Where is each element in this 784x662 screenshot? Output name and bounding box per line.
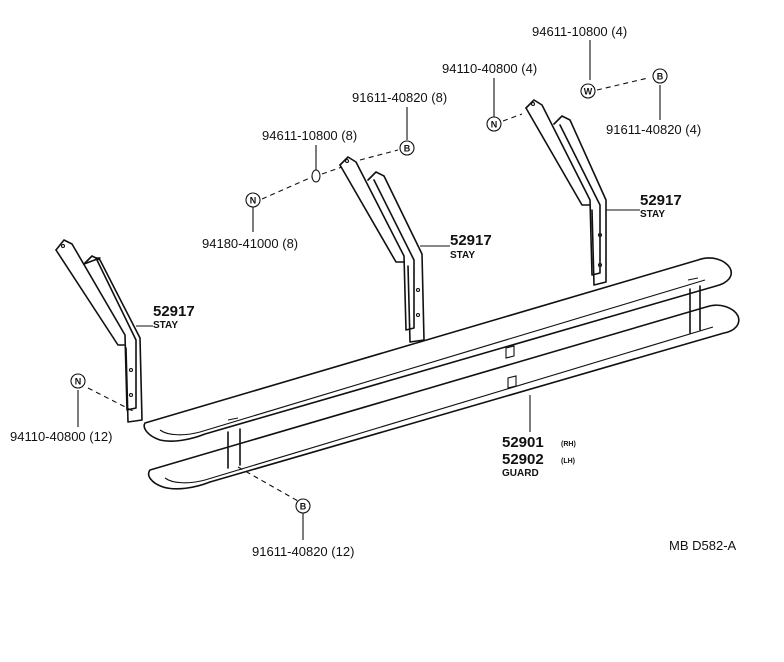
label-nut-right: 94110-40800 (4) <box>442 61 537 76</box>
bolt-symbol-right: B <box>652 68 668 84</box>
svg-text:N: N <box>75 377 82 387</box>
label-washer-right: 94611-10800 (4) <box>532 24 627 39</box>
label-nut-middle: 94180-41000 (8) <box>202 236 298 251</box>
label-stay-right-number: 52917 <box>640 192 682 209</box>
svg-text:B: B <box>657 72 664 82</box>
guard-connectors <box>227 277 701 469</box>
label-guard-rh-number: 52901 <box>502 434 544 451</box>
label-bolt-right: 91611-40820 (4) <box>606 122 701 137</box>
stay-left <box>55 239 143 423</box>
bolt-symbol-middle: B <box>399 140 415 156</box>
nut-symbol-left: N <box>70 373 86 389</box>
svg-text:B: B <box>300 502 307 512</box>
svg-text:B: B <box>404 144 411 154</box>
label-bolt-middle: 91611-40820 (8) <box>352 90 447 105</box>
svg-text:W: W <box>584 87 593 97</box>
label-stay-left-name: STAY <box>153 320 178 331</box>
label-stay-left-number: 52917 <box>153 303 195 320</box>
washer-symbol-middle <box>311 169 321 183</box>
svg-text:N: N <box>250 196 257 206</box>
label-stay-middle-number: 52917 <box>450 232 492 249</box>
label-bolt-bottom: 91611-40820 (12) <box>252 544 354 559</box>
bolt-symbol-bottom: B <box>295 498 311 514</box>
label-guard-rh-suffix: (RH) <box>561 441 576 448</box>
leader-lines <box>77 40 661 540</box>
guard-tube-upper <box>143 257 732 442</box>
fastener-axis-lines <box>87 77 649 502</box>
label-nut-left: 94110-40800 (12) <box>10 429 112 444</box>
washer-symbol-right: W <box>580 83 596 99</box>
label-stay-right-name: STAY <box>640 209 665 220</box>
label-guard-lh-number: 52902 <box>502 451 544 468</box>
label-guard-lh-suffix: (LH) <box>561 458 575 465</box>
svg-text:N: N <box>491 120 498 130</box>
stay-right <box>525 99 607 286</box>
label-guard-name: GUARD <box>502 468 539 479</box>
guard-tube-lower <box>147 304 740 490</box>
nut-symbol-middle: N <box>245 192 261 208</box>
label-stay-middle-name: STAY <box>450 250 475 261</box>
label-washer-middle: 94611-10800 (8) <box>262 128 357 143</box>
reference-code: MB D582-A <box>669 538 737 553</box>
nut-symbol-right: N <box>486 116 502 132</box>
stay-middle <box>339 156 425 343</box>
